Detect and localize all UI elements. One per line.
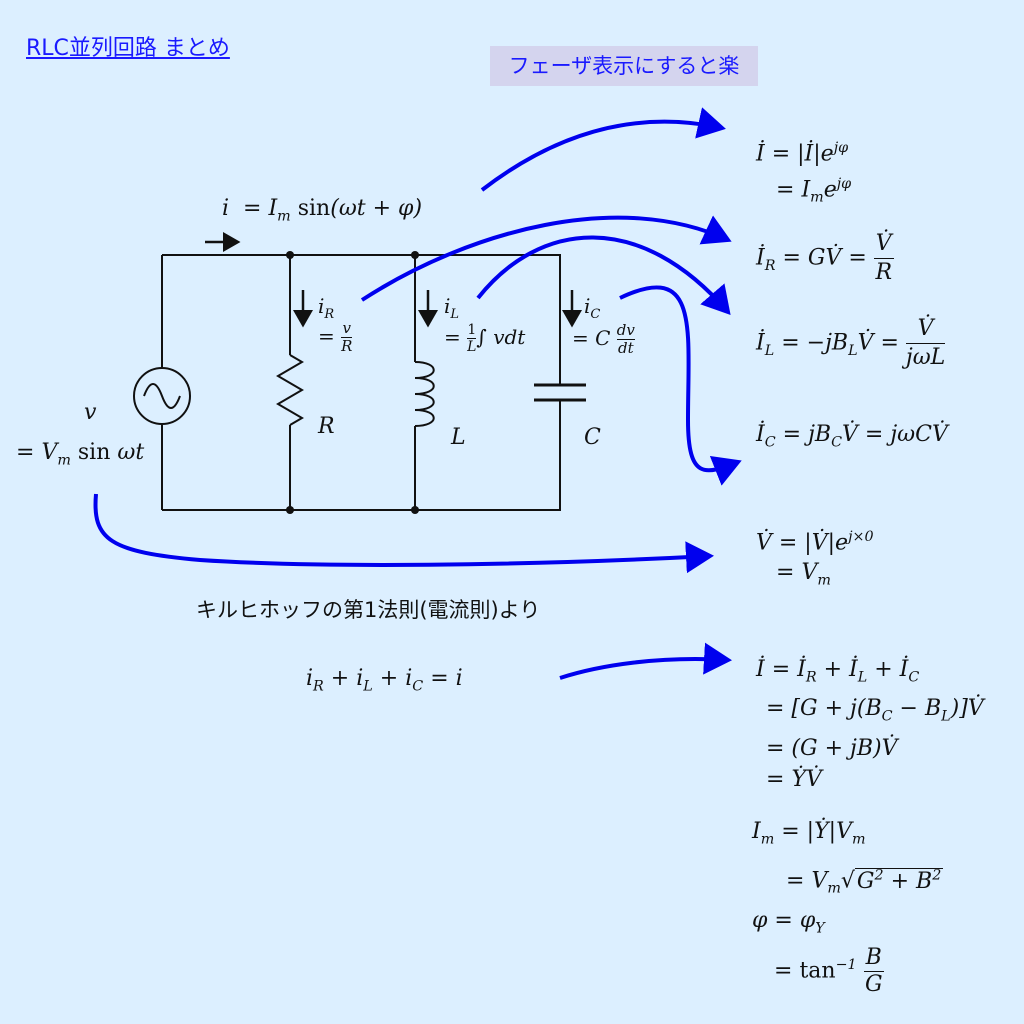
phasor-IL-eq: İL = −jBLV̇ = V̇jωL — [756, 316, 946, 370]
source-voltage-equation: = Vm sin ωt — [16, 440, 145, 469]
magnitude-eq: Im = |Ẏ|Vm = Vm√G2 + B2 — [752, 819, 944, 898]
current-arrows — [205, 232, 582, 328]
page-title[interactable]: RLC並列回路 まとめ — [26, 36, 230, 61]
branch-C-current: iC — [584, 294, 601, 322]
phasor-IC-eq: İC = jBCV̇ = jωCV̇ — [756, 422, 948, 451]
label-C: C — [584, 425, 601, 450]
branch-R-current: iR — [318, 294, 335, 322]
phasor-badge: フェーザ表示にすると楽 — [490, 46, 758, 86]
phasor-IR-eq: İR = GV̇ = V̇R — [756, 231, 894, 285]
phasor-kcl-eq: İ = İR + İL + İC = [G + j(BC − BL)]V̇ = … — [756, 657, 984, 792]
phasor-voltage-eq: V̇ = |V̇|ej×0 = Vm — [756, 529, 874, 589]
source-voltage-v: v — [84, 400, 97, 425]
source-current-equation: i = Im sin(ωt + φ) — [222, 196, 423, 225]
kcl-equation: iR + iL + iC = i — [306, 666, 463, 695]
blue-arrows — [93, 107, 742, 680]
label-R: R — [317, 414, 335, 439]
circuit-wires — [161, 254, 586, 511]
kirchhoff-caption: キルヒホッフの第1法則(電流則)より — [196, 598, 541, 622]
junction-dots — [286, 251, 419, 514]
branch-L-current: iL — [444, 294, 460, 322]
ac-source-icon — [133, 367, 191, 425]
label-L: L — [450, 425, 466, 450]
phasor-current-eq: İ = |İ|ejφ = Imejφ — [756, 140, 852, 207]
